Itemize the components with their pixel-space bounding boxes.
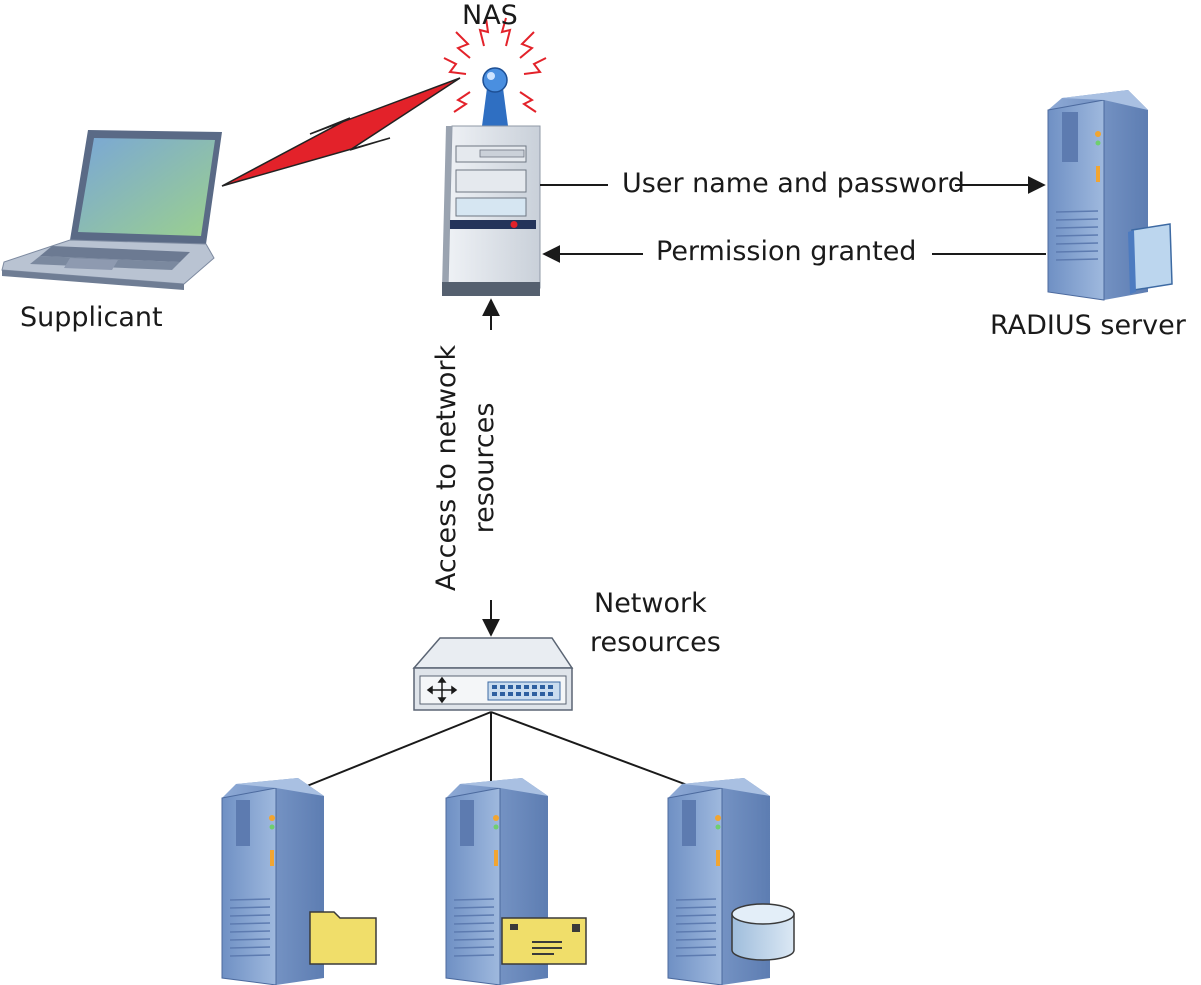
radius-server-icon bbox=[1047, 90, 1173, 301]
network-switch-icon bbox=[412, 637, 574, 711]
database-server bbox=[667, 778, 795, 985]
network-resources-label-1: Network bbox=[594, 588, 707, 619]
access-label-line-1: Access to network bbox=[431, 344, 462, 592]
network-resources-label-2: resources bbox=[590, 627, 721, 658]
radius-server-label: RADIUS server bbox=[990, 310, 1186, 341]
nas-server-icon bbox=[442, 17, 547, 296]
envelope-icon bbox=[501, 917, 587, 965]
switch-links bbox=[301, 711, 691, 789]
laptop-icon bbox=[1, 130, 222, 290]
access-label-line-2: resources bbox=[469, 402, 500, 534]
folder-icon bbox=[309, 911, 377, 965]
database-icon bbox=[731, 903, 795, 961]
nas-label: NAS bbox=[462, 0, 518, 31]
mail-server bbox=[445, 778, 587, 985]
supplicant-label: Supplicant bbox=[20, 302, 163, 333]
user-name-password-label: User name and password bbox=[622, 168, 965, 199]
file-server bbox=[221, 778, 377, 985]
permission-granted-label: Permission granted bbox=[656, 236, 917, 267]
wireless-link-icon bbox=[221, 77, 461, 187]
